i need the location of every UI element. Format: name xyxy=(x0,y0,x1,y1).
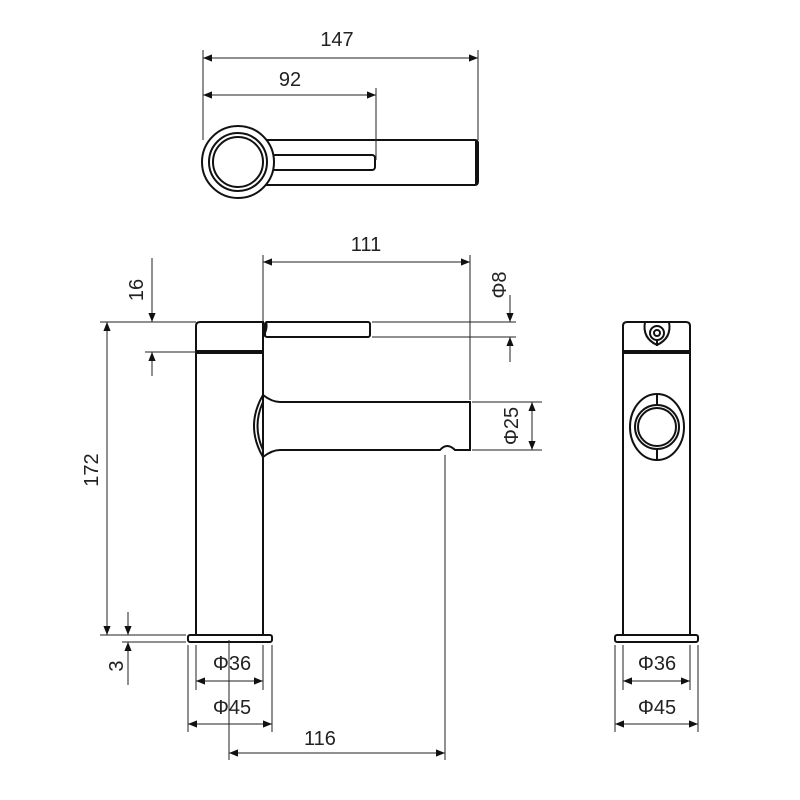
dimension-3: 3 xyxy=(106,612,186,685)
dimension-label: Φ45 xyxy=(638,697,676,719)
dimension-phi45: Φ45 xyxy=(187,645,273,732)
front-view-outline xyxy=(614,321,699,643)
dimension-label: Φ45 xyxy=(213,697,251,719)
front-dimension-phi36: Φ36 xyxy=(622,645,691,690)
side-view: 111 Φ8 Φ25 16 172 xyxy=(81,234,542,760)
dimension-label: 16 xyxy=(126,279,148,301)
dimension-label: Φ36 xyxy=(638,653,676,675)
dimension-label: Φ36 xyxy=(213,653,251,675)
dimension-phi8: Φ8 xyxy=(372,271,516,362)
dimension-147: 147 xyxy=(202,29,479,140)
dimension-label: Φ8 xyxy=(489,271,511,298)
front-view: Φ36 Φ45 xyxy=(614,321,699,732)
side-view-outline xyxy=(187,321,471,643)
dimension-label: Φ25 xyxy=(501,407,523,445)
dimension-92: 92 xyxy=(203,69,377,160)
dimension-16: 16 xyxy=(100,258,196,376)
dimension-label: 116 xyxy=(304,728,336,750)
dimension-phi25: Φ25 xyxy=(472,401,542,451)
dimension-111: 111 xyxy=(262,234,471,400)
dimension-116: 116 xyxy=(228,455,446,760)
top-view-outline xyxy=(201,125,479,199)
dimension-172: 172 xyxy=(81,322,186,636)
top-view: 147 92 xyxy=(201,29,479,199)
dimension-label: 92 xyxy=(279,69,301,91)
dimension-label: 111 xyxy=(351,234,381,256)
dimension-label: 147 xyxy=(320,29,353,51)
front-dimension-phi45: Φ45 xyxy=(614,645,699,732)
dimension-label: 172 xyxy=(81,453,103,486)
dimension-label: 3 xyxy=(106,660,128,671)
